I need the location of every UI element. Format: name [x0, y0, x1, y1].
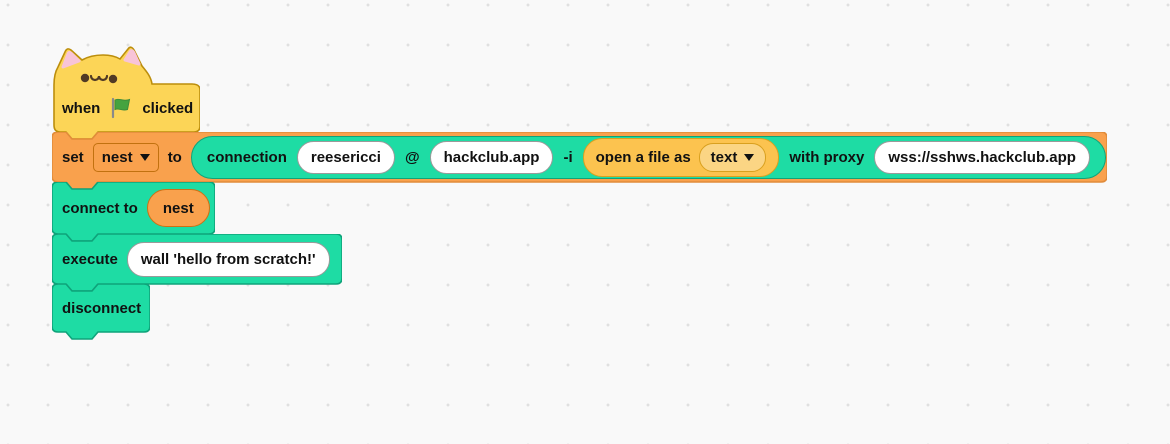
proxy-url-value: wss://sshws.hackclub.app [888, 148, 1076, 166]
proxy-url-input[interactable]: wss://sshws.hackclub.app [874, 140, 1090, 174]
open-file-label: open a file as [595, 148, 691, 166]
nest-variable-value: nest [162, 199, 194, 217]
execute-label: execute [62, 250, 118, 268]
with-proxy-label: with proxy [789, 148, 865, 166]
file-mode-value: text [710, 148, 738, 166]
green-flag-icon [112, 97, 131, 119]
file-mode-dropdown[interactable]: text [698, 142, 767, 172]
execute-block[interactable]: execute wall 'hello from scratch!' [52, 234, 342, 292]
connect-to-block[interactable]: connect to nest [52, 182, 215, 242]
when-label: when [62, 99, 101, 117]
cat-left-ear-inner [61, 51, 81, 69]
disconnect-label: disconnect [62, 299, 142, 317]
disconnect-block-shape [52, 284, 150, 340]
command-input[interactable]: wall 'hello from scratch!' [126, 241, 330, 277]
cat-mouth [89, 74, 109, 82]
connection-label: connection [206, 148, 287, 166]
when-flag-clicked-hat-block[interactable]: when clicked [52, 45, 200, 141]
connection-reporter-block[interactable]: connection reesericci @ hackclub.app -i … [190, 135, 1106, 179]
interactive-flag-label: -i [563, 148, 573, 166]
dropdown-caret-icon [139, 153, 150, 161]
set-label: set [62, 148, 84, 166]
host-input[interactable]: hackclub.app [429, 140, 554, 174]
username-value: reesericci [310, 148, 381, 166]
variable-dropdown-value: nest [101, 148, 133, 166]
variable-dropdown[interactable]: nest [92, 142, 159, 172]
at-label: @ [404, 148, 420, 166]
to-label: to [167, 148, 182, 166]
host-value: hackclub.app [443, 148, 540, 166]
command-value: wall 'hello from scratch!' [140, 250, 316, 268]
cat-right-ear-inner [123, 49, 141, 66]
dropdown-caret-icon [744, 153, 755, 161]
nest-variable-reporter[interactable]: nest [146, 189, 210, 227]
clicked-label: clicked [142, 99, 194, 117]
open-file-reporter-block[interactable]: open a file as text [582, 137, 780, 177]
cat-right-eye [108, 74, 118, 84]
disconnect-block[interactable]: disconnect [52, 284, 150, 340]
connect-to-label: connect to [62, 199, 138, 217]
cat-left-eye [80, 73, 90, 83]
username-input[interactable]: reesericci [296, 140, 395, 174]
